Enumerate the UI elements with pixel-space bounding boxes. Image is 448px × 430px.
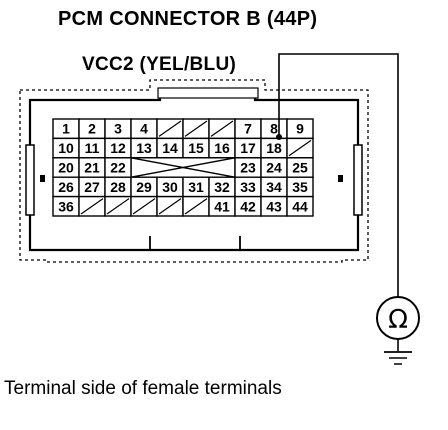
right-lock-nub — [338, 175, 343, 182]
pin-label: 22 — [110, 160, 126, 176]
pin-label: 20 — [58, 160, 74, 176]
pin-label: 15 — [188, 140, 204, 156]
connector-title: PCM CONNECTOR B (44P) — [58, 8, 318, 30]
empty-pin-slash — [158, 120, 182, 137]
ohm-icon: Ω — [388, 305, 408, 335]
pin-label: 9 — [296, 121, 304, 137]
pin-cell — [286, 195, 314, 217]
pin-label: 23 — [240, 160, 256, 176]
pin-label: 3 — [114, 121, 122, 137]
pin-label: 34 — [266, 179, 282, 195]
ground-icon — [384, 351, 412, 365]
pin-label: 36 — [58, 198, 74, 214]
empty-pin-slash — [132, 198, 156, 215]
pin-label: 7 — [244, 121, 252, 137]
empty-pin-slash — [158, 198, 182, 215]
pin-label: 29 — [136, 179, 152, 195]
caption: Terminal side of female terminals — [4, 378, 282, 399]
pin-label: 32 — [214, 179, 230, 195]
pin-label: 17 — [240, 140, 256, 156]
pin-label: 44 — [292, 198, 308, 214]
left-lock-nub — [40, 175, 45, 182]
pin-label: 13 — [136, 140, 152, 156]
wire-label: VCC2 (YEL/BLU) — [82, 54, 237, 75]
pin-label: 4 — [140, 121, 148, 137]
empty-pin-slash — [80, 198, 104, 215]
left-latch — [25, 144, 35, 216]
pin-label: 12 — [110, 140, 126, 156]
pin-label: 25 — [292, 160, 308, 176]
empty-pin-slash — [106, 198, 130, 215]
pin-label: 35 — [292, 179, 308, 195]
pin-label: 24 — [266, 160, 282, 176]
pin-label: 10 — [58, 140, 74, 156]
unused-pin-cross — [130, 157, 236, 178]
pin-label: 41 — [214, 198, 230, 214]
pin-label: 8 — [270, 121, 278, 137]
pin-label: 21 — [84, 160, 100, 176]
top-key — [157, 87, 259, 99]
pin-label: 26 — [58, 179, 74, 195]
connector-housing-outline — [19, 79, 369, 263]
empty-pin-slash — [210, 120, 234, 137]
right-latch — [353, 144, 363, 216]
pin-label: 30 — [162, 179, 178, 195]
empty-pin-slash — [288, 139, 312, 157]
pin-label: 1 — [62, 121, 70, 137]
pin-label: 43 — [266, 198, 282, 214]
bottom-key — [149, 236, 241, 251]
pin-label: 11 — [85, 140, 100, 156]
empty-pin-slash — [184, 198, 208, 215]
pin-label: 2 — [88, 121, 96, 137]
pin-label: 28 — [110, 179, 126, 195]
pin-8-probe-dot — [276, 134, 282, 140]
pin-label: 33 — [240, 179, 256, 195]
pin-label: 14 — [162, 140, 178, 156]
pin-label: 31 — [188, 179, 204, 195]
pin-label: 16 — [214, 140, 230, 156]
pin-label: 18 — [266, 140, 282, 156]
pin-label: 42 — [240, 198, 256, 214]
pin-label: 27 — [84, 179, 100, 195]
test-lead-wire — [278, 53, 399, 297]
empty-pin-slash — [184, 120, 208, 137]
